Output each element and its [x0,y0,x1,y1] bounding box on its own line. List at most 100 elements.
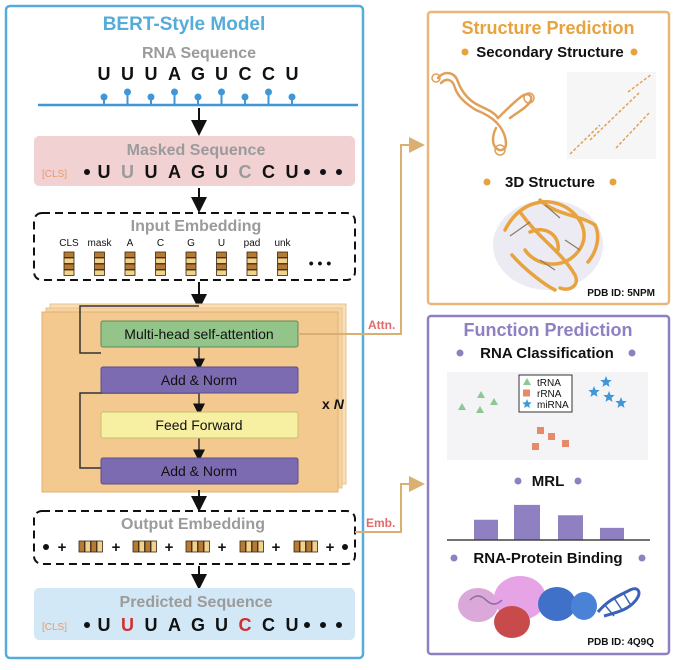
masked-base: U [98,162,111,182]
embedding-token-label: C [157,238,164,249]
binding-pdb-id: PDB ID: 4Q9Q [587,637,654,648]
predicted-band [34,588,355,640]
rna-sequence-label: RNA Sequence [142,45,256,62]
structure-panel: Structure Prediction Secondary Structure… [426,10,671,306]
masked-base: A [168,162,181,182]
structure-pdb-id: PDB ID: 5NPM [587,288,655,299]
rna-base: U [215,64,228,84]
bullet-dot [461,48,469,56]
output-vector-cell [251,540,258,553]
output-vector-cell [239,540,246,553]
masked-base: U [286,162,299,182]
embedding-vector-cell [94,263,105,270]
rna-pin-head [147,93,155,101]
embedding-ellipsis: • • • [309,255,332,271]
embedding-vector-cell [124,263,136,270]
bullet-dot [483,178,491,186]
masked-band [34,136,355,186]
legend-label: rRNA [537,389,562,400]
rna-pins [100,88,296,105]
residual-path-1 [79,305,199,354]
rna-3d-structure [493,198,603,292]
output-vector-cell [144,540,151,553]
rna-pin-head [171,88,178,96]
bullet-dot [638,554,646,562]
bullet-dot [450,554,458,562]
embedding-vector-cell [185,269,197,276]
masked-base: C [262,162,275,182]
masked-base: U [121,162,134,182]
function-panel: Function Prediction RNA Classification t… [426,314,671,656]
embedding-vector-cell [63,257,75,264]
binding-label: RNA-Protein Binding [473,550,622,567]
embedding-vector-cell [216,251,227,258]
embedding-token-label: A [127,238,134,249]
legend-triangle-icon [523,378,531,385]
rna-protein-complex [458,576,641,638]
mirna-point [603,391,615,402]
add-norm-box-1 [100,366,299,394]
embedding-vector-cell [277,263,288,270]
embedding-vector-cell [216,257,227,264]
bert-frame [4,4,365,660]
output-vector-cell [84,540,91,553]
contact-map [567,72,656,159]
rna-pin-head [124,88,131,96]
sequence-dot [84,622,90,628]
output-vector-cell [96,540,103,553]
rrna-points [532,427,569,450]
output-vector-cell [138,540,145,553]
embedding-vector-cell [124,251,136,258]
bullet-dot [514,477,522,485]
legend-label: miRNA [537,400,569,411]
output-plus: + [326,539,335,556]
feed-forward-label: Feed Forward [155,417,242,433]
predicted-cls: [CLS] [42,622,67,633]
output-vector-cell [203,540,210,553]
embedding-vector-cell [94,269,105,276]
mirna-point [588,386,600,397]
sequence-dot [304,169,310,175]
bullet-dot [630,48,638,56]
embedding-vector-cell [185,251,197,258]
mrl-chart [474,504,624,540]
mrl-label: MRL [532,473,565,490]
embedding-token-label: pad [244,238,261,249]
predicted-base: C [262,615,275,635]
embedding-vector-cell [155,269,166,276]
attention-label: Multi-head self-attention [124,326,273,342]
rna-pin-head [218,88,225,96]
output-vector-cell [311,540,318,553]
mirna-point [600,376,612,387]
embedding-vector-cell [216,269,227,276]
rna-base: C [239,64,252,84]
embedding-vector-cell [246,269,258,276]
function-title: Function Prediction [464,320,633,340]
embedding-vector-cell [246,251,258,258]
classification-label: RNA Classification [480,345,614,362]
output-dot [342,544,348,550]
legend-star-icon [522,399,532,408]
bullet-dot [574,477,582,485]
output-vector-cell [299,540,306,553]
rna-base: U [98,64,111,84]
embedding-vector-cell [277,269,288,276]
embedding-token-label: mask [88,238,113,249]
output-vector-cell [305,540,312,553]
output-plus: + [112,539,121,556]
output-vector-cell [78,540,85,553]
rna-base: C [262,64,275,84]
rna-base: G [191,64,205,84]
secondary-structure-drawing [431,71,535,156]
masked-label: Masked Sequence [127,142,266,159]
secondary-structure-label: Secondary Structure [476,44,624,61]
bullet-dot [628,349,636,357]
input-embedding-box [33,212,356,281]
output-vector-cell [191,540,198,553]
sequence-dot [320,169,326,175]
output-plus: + [272,539,281,556]
input-embedding-label: Input Embedding [131,218,262,235]
masked-base: C [239,162,252,182]
